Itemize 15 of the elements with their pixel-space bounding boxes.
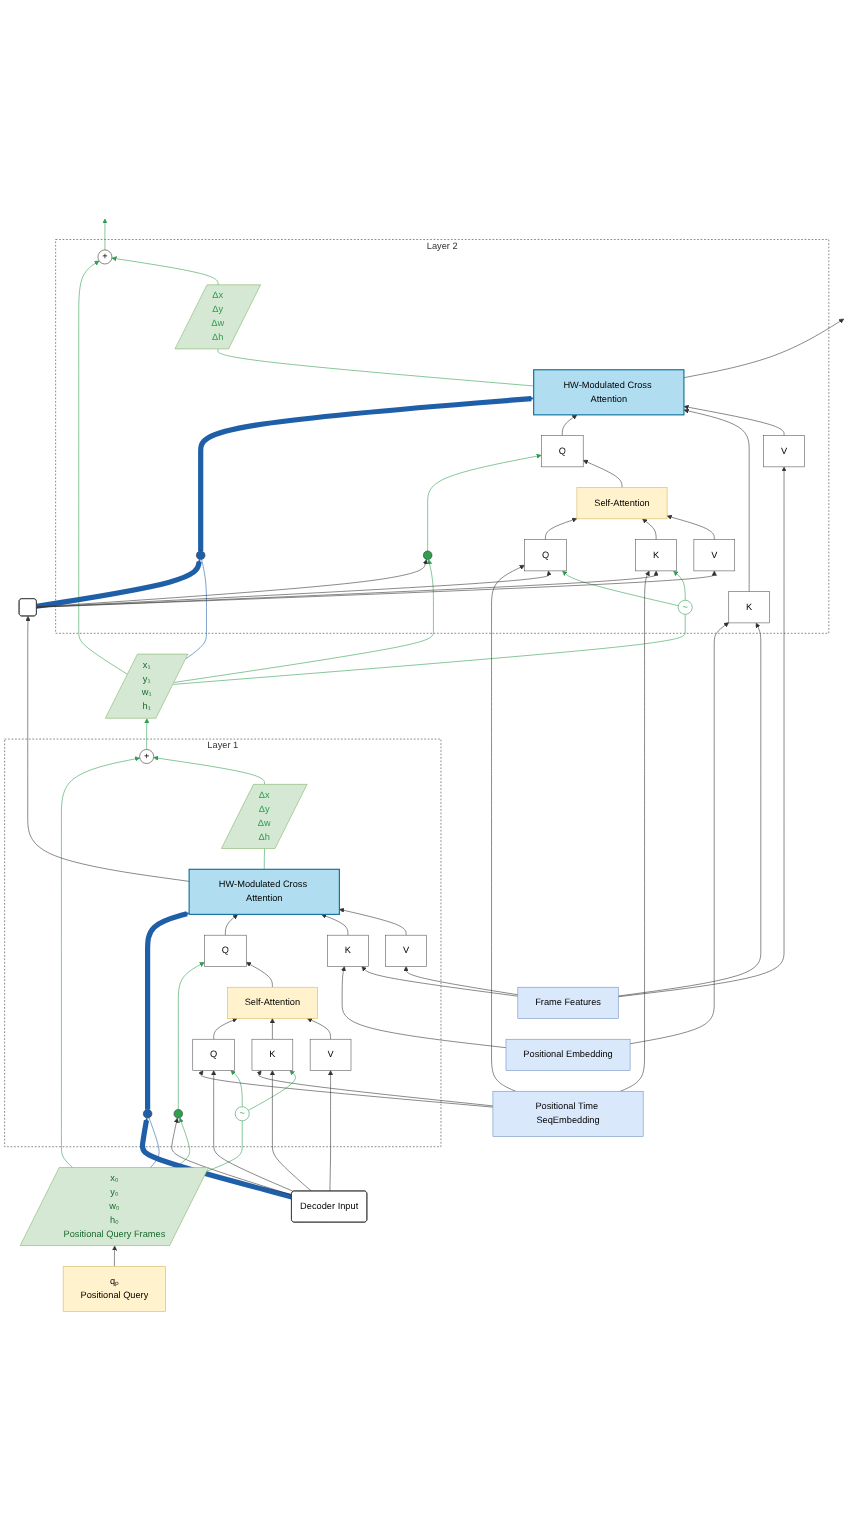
connector-line: [148, 1118, 160, 1170]
connector-line: [217, 349, 534, 388]
arrow: [139, 1118, 293, 1201]
product-dot: [143, 1110, 153, 1120]
connector-line: [263, 849, 265, 871]
arrow: [198, 396, 534, 552]
connector-line: [207, 1121, 243, 1173]
arrow: [145, 912, 190, 1111]
connector-line: [185, 560, 207, 660]
arrow: [36, 560, 202, 610]
product-dot: [196, 551, 206, 561]
input-box: [18, 599, 37, 618]
product-dot: [173, 1110, 183, 1120]
product-dot: [423, 551, 433, 561]
connector-line: [172, 615, 686, 686]
